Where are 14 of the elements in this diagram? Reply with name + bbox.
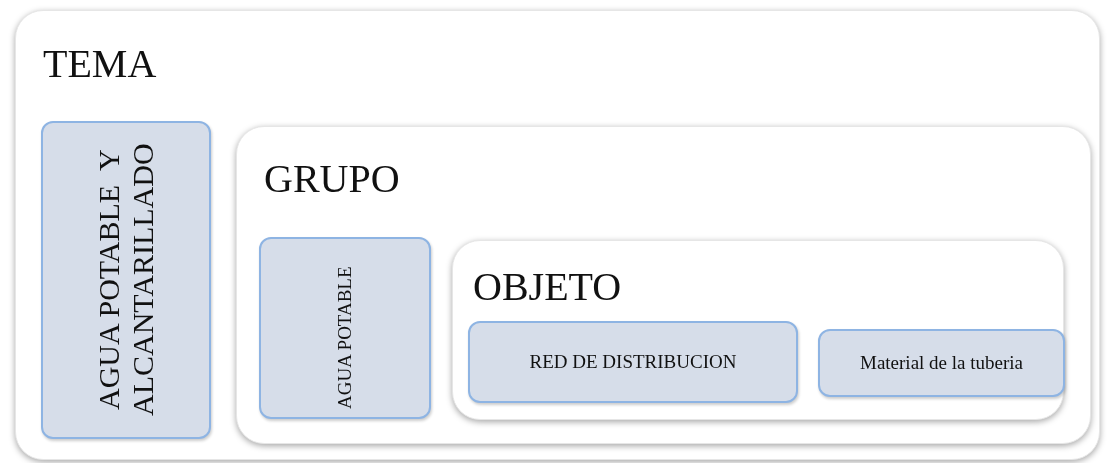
panel-heading: OBJETO xyxy=(473,267,622,307)
category-box xyxy=(468,321,798,403)
panel-heading: GRUPO xyxy=(264,159,400,199)
group-panel xyxy=(236,126,1091,444)
box-label: Material de la tuberia xyxy=(859,352,1024,374)
panel-heading: TEMA xyxy=(43,44,157,84)
category-box xyxy=(259,237,431,419)
category-box xyxy=(818,329,1065,397)
category-box xyxy=(41,121,211,439)
group-panel xyxy=(452,240,1064,420)
box-label: AGUA POTABLE xyxy=(333,265,356,409)
group-panel xyxy=(15,10,1100,460)
box-label: RED DE DISTRIBUCION xyxy=(528,351,738,373)
box-label: AGUA POTABLE Y ALCANTARILLADO xyxy=(91,142,160,419)
